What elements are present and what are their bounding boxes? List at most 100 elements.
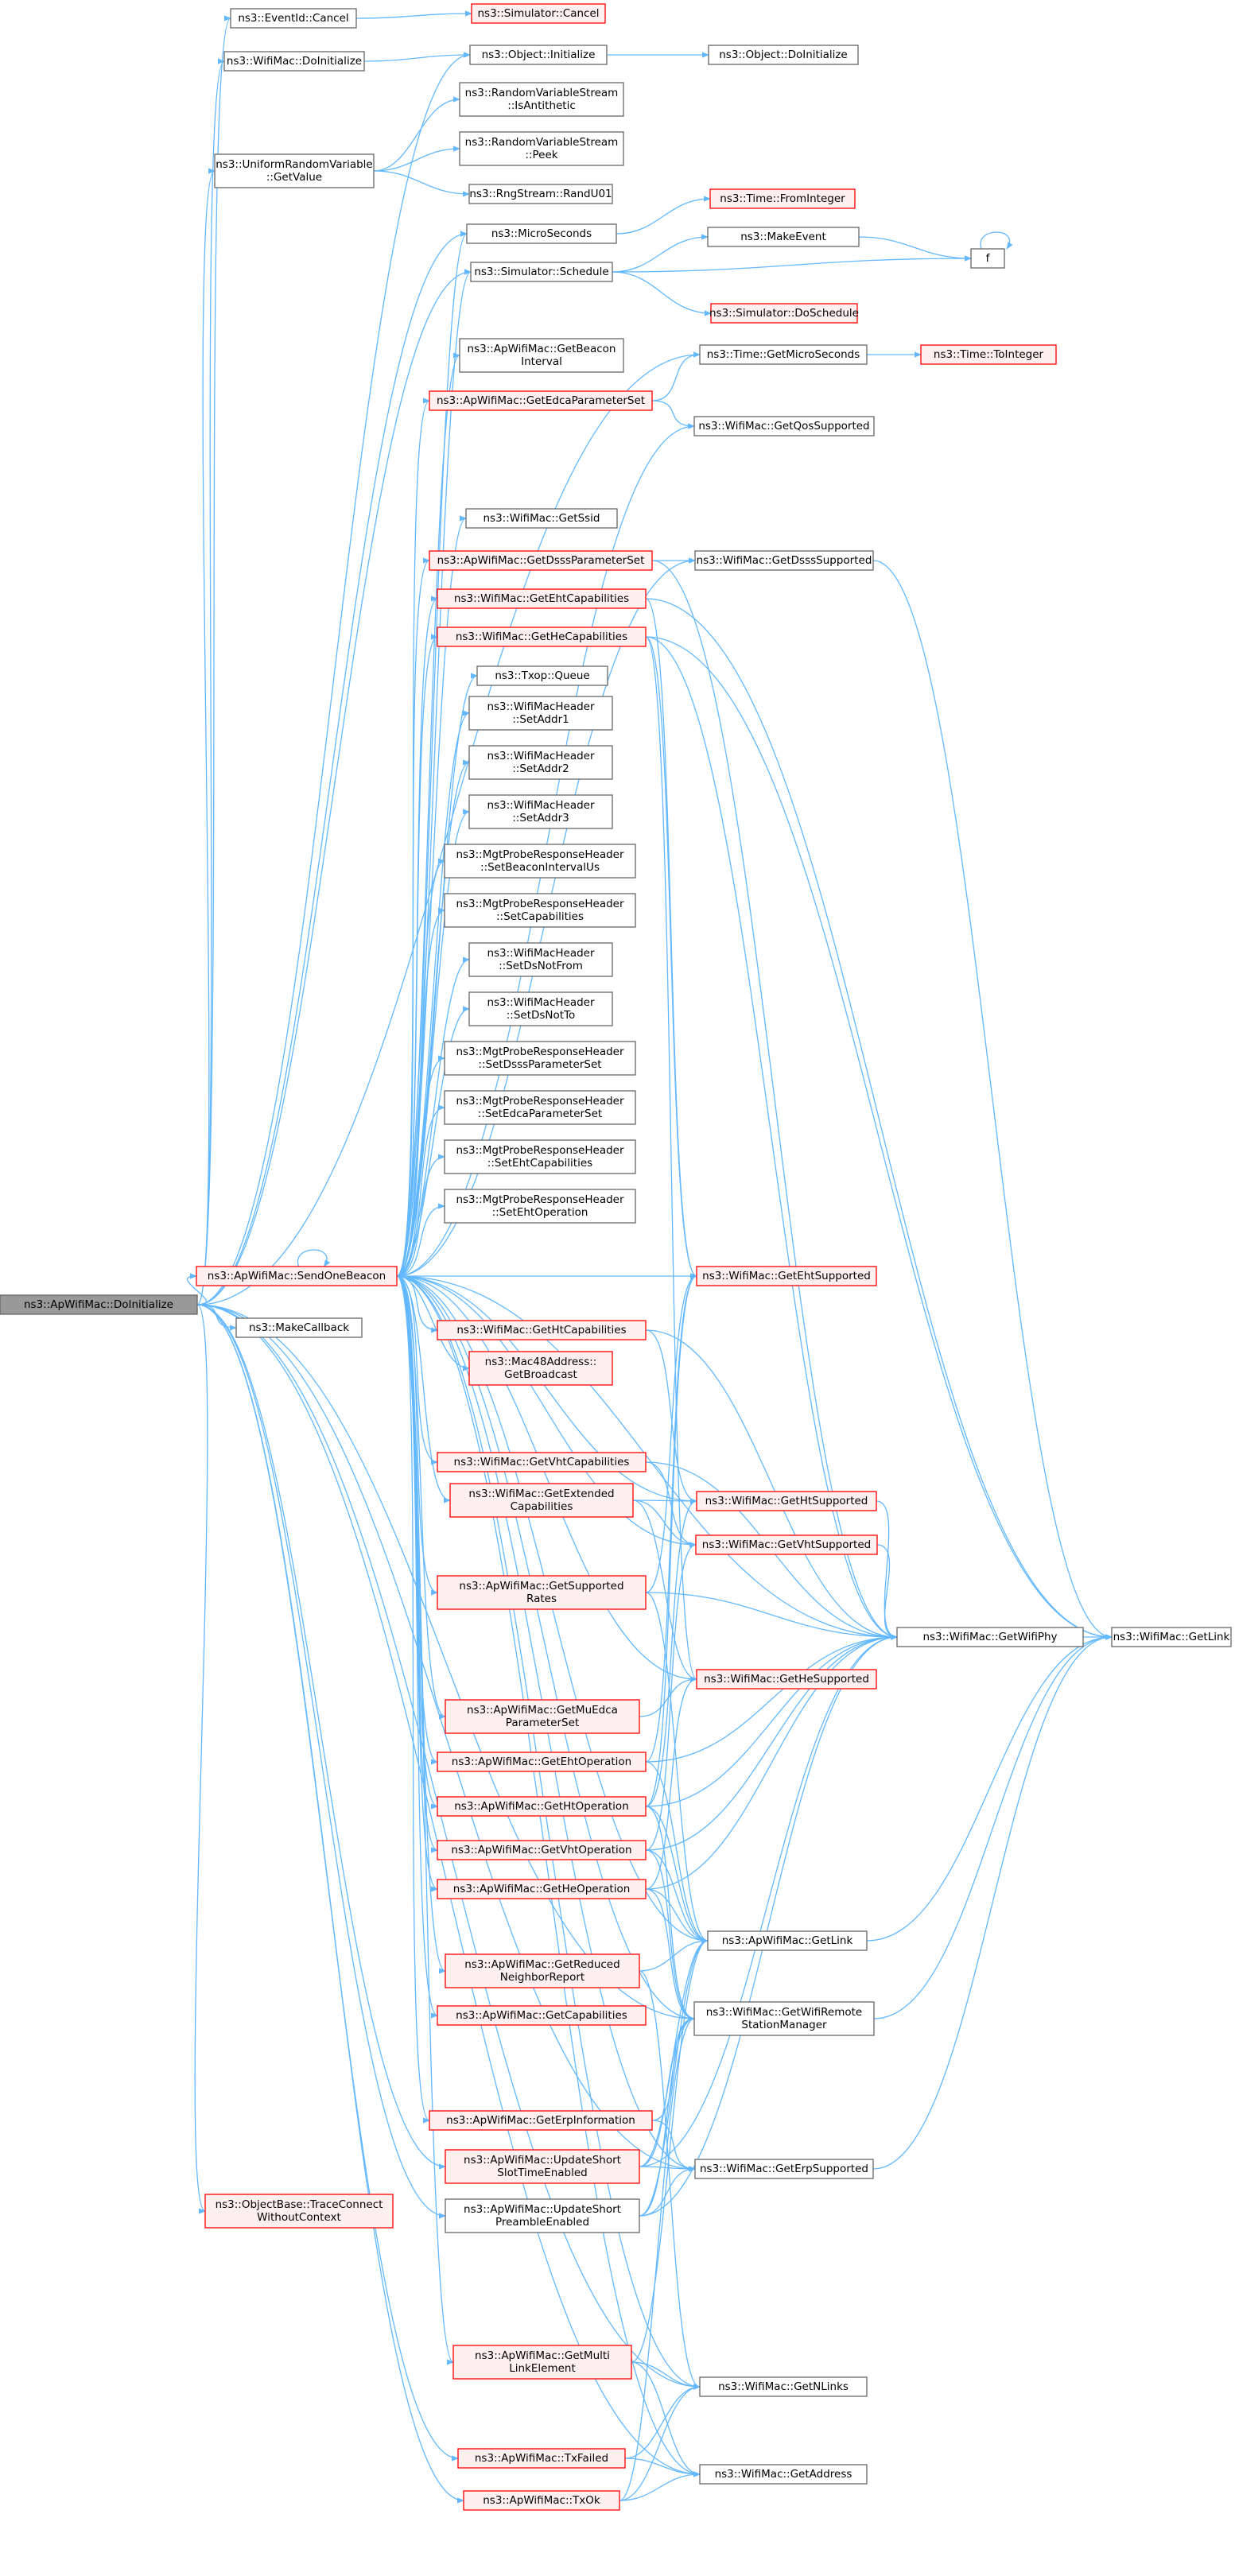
node-set-ds-notto[interactable]: ns3::WifiMacHeader::SetDsNotTo — [468, 991, 613, 1026]
node-get-ht-supported[interactable]: ns3::WifiMac::GetHtSupported — [696, 1491, 877, 1511]
node-get-capabilities[interactable]: ns3::ApWifiMac::GetCapabilities — [437, 2005, 647, 2026]
node-rng-randu01[interactable]: ns3::RngStream::RandU01 — [468, 184, 613, 204]
node-get-dsss-supported[interactable]: ns3::WifiMac::GetDsssSupported — [694, 550, 874, 571]
node-sim-doschedule[interactable]: ns3::Simulator::DoSchedule — [709, 303, 859, 324]
node-get-qos-supported[interactable]: ns3::WifiMac::GetQosSupported — [693, 416, 875, 436]
node-set-addr1[interactable]: ns3::WifiMacHeader::SetAddr1 — [468, 696, 613, 731]
node-label: Rates — [526, 1593, 557, 1605]
node-obj-doinit[interactable]: ns3::Object::DoInitialize — [708, 45, 859, 65]
node-get-ssid[interactable]: ns3::WifiMac::GetSsid — [465, 508, 618, 529]
node-sim-cancel[interactable]: ns3::Simulator::Cancel — [471, 3, 606, 24]
node-root[interactable]: ns3::ApWifiMac::DoInitialize — [0, 1294, 198, 1315]
node-uniform-getvalue[interactable]: ns3::UniformRandomVariable::GetValue — [214, 153, 375, 188]
node-label: ::Peek — [525, 149, 557, 161]
node-set-dsss-param[interactable]: ns3::MgtProbeResponseHeader::SetDsssPara… — [444, 1041, 636, 1076]
node-get-vht-op[interactable]: ns3::ApWifiMac::GetVhtOperation — [437, 1840, 647, 1860]
node-wifimac-doinit[interactable]: ns3::WifiMac::DoInitialize — [223, 51, 365, 72]
node-set-addr3[interactable]: ns3::WifiMacHeader::SetAddr3 — [468, 794, 613, 829]
node-set-edca-param[interactable]: ns3::MgtProbeResponseHeader::SetEdcaPara… — [444, 1090, 636, 1125]
node-set-beacon-interval[interactable]: ns3::MgtProbeResponseHeader::SetBeaconIn… — [444, 844, 636, 879]
node-set-addr2[interactable]: ns3::WifiMacHeader::SetAddr2 — [468, 745, 613, 780]
node-label: ns3::ApWifiMac::GetSupported — [459, 1580, 623, 1593]
node-obj-initialize[interactable]: ns3::Object::Initialize — [469, 45, 608, 65]
node-tx-ok[interactable]: ns3::ApWifiMac::TxOk — [463, 2490, 620, 2511]
node-set-capabilities[interactable]: ns3::MgtProbeResponseHeader::SetCapabili… — [444, 893, 636, 928]
node-get-vht-supported[interactable]: ns3::WifiMac::GetVhtSupported — [695, 1534, 878, 1555]
node-make-event[interactable]: ns3::MakeEvent — [707, 227, 860, 247]
node-box — [445, 2198, 640, 2233]
call-edge-get_multi_link-to-apwifimac_getlink — [631, 1938, 709, 2363]
node-eventid-cancel[interactable]: ns3::EventId::Cancel — [230, 8, 357, 29]
node-mac48-broadcast[interactable]: ns3::Mac48Address::GetBroadcast — [468, 1351, 613, 1386]
node-get-dsss-param[interactable]: ns3::ApWifiMac::GetDsssParameterSet — [429, 550, 653, 571]
node-send-one-beacon[interactable]: ns3::ApWifiMac::SendOneBeacon — [196, 1266, 398, 1286]
node-sim-schedule[interactable]: ns3::Simulator::Schedule — [470, 262, 613, 282]
node-box — [468, 696, 613, 731]
node-get-nlinks[interactable]: ns3::WifiMac::GetNLinks — [699, 2376, 868, 2397]
node-wifimac-getlink[interactable]: ns3::WifiMac::GetLink — [1111, 1627, 1232, 1647]
node-f[interactable]: f — [970, 248, 1005, 269]
node-label: ::SetEhtCapabilities — [487, 1157, 592, 1170]
node-microseconds[interactable]: ns3::MicroSeconds — [466, 223, 617, 244]
node-get-eht-caps[interactable]: ns3::WifiMac::GetEhtCapabilities — [437, 588, 647, 609]
node-time-getmicro[interactable]: ns3::Time::GetMicroSeconds — [699, 344, 868, 365]
node-label: GetBroadcast — [504, 1368, 577, 1381]
node-time-fromint[interactable]: ns3::Time::FromInteger — [709, 188, 856, 209]
node-get-vht-caps[interactable]: ns3::WifiMac::GetVhtCapabilities — [437, 1452, 647, 1472]
node-box — [466, 223, 617, 244]
call-edge-send_one_beacon-to-get_mu_edca — [396, 1275, 446, 1720]
call-edge-sim_schedule-to-f — [612, 255, 972, 273]
call-edge-send_one_beacon-to-sim_schedule — [396, 269, 472, 1277]
node-rvs-antithetic[interactable]: ns3::RandomVariableStream::IsAntithetic — [459, 82, 624, 117]
node-txop-queue[interactable]: ns3::Txop::Queue — [476, 665, 608, 686]
call-edge-send_one_beacon-to-get_nlinks — [396, 1275, 701, 2390]
node-set-ds-notfrom[interactable]: ns3::WifiMacHeader::SetDsNotFrom — [468, 942, 613, 977]
edge-path — [396, 1275, 446, 1974]
call-edge-send_one_beacon-to-set_edca_param — [396, 1104, 445, 1277]
node-get-he-caps[interactable]: ns3::WifiMac::GetHeCapabilities — [437, 627, 647, 647]
node-get-remote-sm[interactable]: ns3::WifiMac::GetWifiRemoteStationManage… — [693, 2001, 875, 2036]
node-box — [437, 1840, 647, 1860]
node-trace-connect[interactable]: ns3::ObjectBase::TraceConnectWithoutCont… — [204, 2194, 394, 2229]
node-get-eht-op[interactable]: ns3::ApWifiMac::GetEhtOperation — [437, 1752, 647, 1772]
node-get-ht-caps[interactable]: ns3::WifiMac::GetHtCapabilities — [437, 1320, 647, 1340]
node-update-short-slot[interactable]: ns3::ApWifiMac::UpdateShortSlotTimeEnabl… — [445, 2149, 640, 2184]
node-get-he-op[interactable]: ns3::ApWifiMac::GetHeOperation — [437, 1879, 647, 1899]
node-get-wifi-phy[interactable]: ns3::WifiMac::GetWifiPhy — [896, 1627, 1084, 1647]
call-edge-get_he_op-to-apwifimac_getlink — [645, 1888, 709, 1944]
node-box — [204, 2194, 394, 2229]
node-tx-failed[interactable]: ns3::ApWifiMac::TxFailed — [457, 2448, 626, 2469]
node-box — [707, 227, 860, 247]
node-get-eht-supported[interactable]: ns3::WifiMac::GetEhtSupported — [696, 1266, 877, 1286]
node-label: ::SetEdcaParameterSet — [478, 1108, 602, 1120]
node-get-address[interactable]: ns3::WifiMac::GetAddress — [699, 2464, 868, 2485]
node-time-toint[interactable]: ns3::Time::ToInteger — [920, 344, 1057, 365]
node-set-eht-caps[interactable]: ns3::MgtProbeResponseHeader::SetEhtCapab… — [444, 1139, 636, 1174]
node-get-edca[interactable]: ns3::ApWifiMac::GetEdcaParameterSet — [429, 390, 653, 411]
node-get-erp-info[interactable]: ns3::ApWifiMac::GetErpInformation — [429, 2110, 653, 2131]
node-get-ht-op[interactable]: ns3::ApWifiMac::GetHtOperation — [437, 1796, 647, 1817]
call-edge-send_one_beacon-to-send_one_beacon — [297, 1249, 331, 1267]
node-set-eht-op[interactable]: ns3::MgtProbeResponseHeader::SetEhtOpera… — [444, 1189, 636, 1224]
node-get-erp-supported[interactable]: ns3::WifiMac::GetErpSupported — [694, 2159, 874, 2179]
call-edge-root-to-uniform_getvalue — [196, 168, 216, 1305]
node-rvs-peek[interactable]: ns3::RandomVariableStream::Peek — [459, 131, 624, 166]
node-make-callback[interactable]: ns3::MakeCallback — [235, 1317, 363, 1338]
node-box — [468, 1351, 613, 1386]
node-get-he-supported[interactable]: ns3::WifiMac::GetHeSupported — [696, 1669, 877, 1690]
node-apwifimac-getlink[interactable]: ns3::ApWifiMac::GetLink — [707, 1930, 868, 1951]
call-edge-get_ht_op-to-get_ht_supported — [645, 1498, 697, 1807]
node-label: ns3::ApWifiMac::GetEdcaParameterSet — [437, 394, 645, 407]
edge-path — [373, 96, 460, 172]
call-edge-tx_ok-to-get_nlinks — [619, 2384, 701, 2501]
call-edge-send_one_beacon-to-get_dsss_param — [396, 557, 430, 1277]
node-update-short-preamble[interactable]: ns3::ApWifiMac::UpdateShortPreambleEnabl… — [445, 2198, 640, 2233]
call-edge-tx_failed-to-get_nlinks — [624, 2384, 701, 2459]
